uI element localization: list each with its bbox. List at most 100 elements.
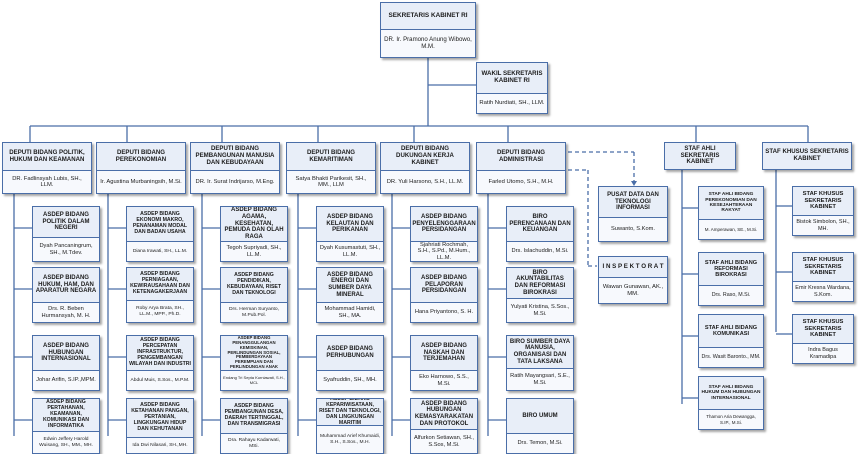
asdep-box-2-2: ASDEP BIDANG PENANGGULANGAN KEMISKINAN, … — [220, 335, 288, 391]
box-title: ASDEP BIDANG EKONOMI MAKRO, PENANAMAN MO… — [132, 211, 188, 235]
staf-khusus-header-box: STAF KHUSUS SEKRETARIS KABINET — [762, 142, 852, 170]
box-official-name: Dra. Rahayu Kadarwati, MSi. — [221, 433, 287, 453]
box-title: SEKRETARIS KABINET RI — [388, 12, 468, 20]
box-title: BIRO SUMBER DAYA MANUSIA, ORGANISASI DAN… — [509, 338, 571, 365]
box-official-name: Johar Arifin, S.IP.,MPM. — [33, 370, 99, 390]
box-title: ASDEP BIDANG PERTAHANAN, KEAMANAN, KOMUN… — [42, 399, 90, 429]
box-title: ASDEP BIDANG KELAUTAN DAN PERIKANAN — [326, 213, 374, 234]
staf-ahli-box-0: STAF AHLI BIDANG PEREKONOMIAN DAN KESEJA… — [698, 186, 764, 240]
box-title: DEPUTI BIDANG PEMBANGUNAN MANUSIA DAN KE… — [195, 145, 275, 166]
box-official-name: Mohammad Hamidi, SH., MA. — [317, 302, 383, 322]
box-official-name: Hana Priyantono, S. H. — [411, 302, 477, 322]
box-title: DEPUTI BIDANG DUKUNGAN KERJA KABINET — [396, 145, 454, 166]
box-title: ASDEP BIDANG HUBUNGAN KEMASYARAKATAN DAN… — [414, 400, 474, 427]
box-title: ASDEP BIDANG PENDIDIKAN, KEBUDAYAAN, RIS… — [226, 272, 282, 296]
box-official-name: Endang Tri Septa Kurniawati, S.H., MCL — [221, 370, 287, 390]
box-title: I N S P E K T O R A T — [602, 262, 664, 270]
box-official-name: Alfurkon Setiawan, SH., S.Sos, M.Si. — [411, 429, 477, 453]
box-official-name: Suwanto, S.Kom. — [599, 217, 667, 241]
box-official-name: Satya Bhakti Parikesit, SH., MM., LLM — [287, 170, 375, 193]
asdep-box-0-2: ASDEP BIDANG HUBUNGAN INTERNASIONAL Johar… — [32, 335, 100, 391]
box-official-name: M. Amperawan, SE., M.Si. — [699, 219, 763, 239]
box-official-name: Emir Kresna Wardana, S.Kom. — [793, 281, 853, 301]
box-title: ASDEP BIDANG POLITIK DALAM NEGERI — [42, 211, 90, 232]
box-official-name: DR. Ir. Pramono Anung Wibowo, M.M. — [381, 29, 475, 57]
staf-ahli-header-box: STAF AHLI SEKRETARIS KABINET — [664, 142, 736, 170]
box-official-name: Drs. Wasit Baronto., MM. — [699, 347, 763, 367]
staf-ahli-box-3: STAF AHLI BIDANG HUKUM DAN HUBUNGAN INTE… — [698, 376, 764, 430]
box-title: DEPUTI BIDANG ADMINISTRASI — [496, 148, 546, 163]
box-official-name: Sjahriati Rochmah, S.H., S.Pd., M.Hum., … — [411, 241, 477, 261]
box-title: STAF KHUSUS SEKRETARIS KABINET — [802, 257, 844, 277]
box-title: STAF AHLI SEKRETARIS KABINET — [680, 144, 720, 166]
box-title: WAKIL SEKRETARIS KABINET RI — [481, 70, 543, 84]
box-official-name: Bistok Simbolon, SH., MH. — [793, 215, 853, 235]
box-title: STAF AHLI BIDANG REFORMASI BIROKRASI — [704, 259, 758, 279]
box-official-name: DR. Fadlinsyah Lubis, SH., LLM. — [3, 170, 91, 193]
asdep-box-2-3: ASDEP BIDANG PEMBANGUNAN DESA, DAERAH TE… — [220, 398, 288, 454]
box-title: ASDEP BIDANG HUKUM, HAM, DAN APARATUR NE… — [35, 274, 97, 295]
box-title: STAF KHUSUS SEKRETARIS KABINET — [765, 148, 849, 162]
box-title: ASDEP BIDANG KEPARIWISATAAN, RISET DAN T… — [319, 398, 381, 426]
sekretaris-kabinet-box: SEKRETARIS KABINET RI DR. Ir. Pramono Anu… — [380, 2, 476, 58]
box-official-name: Thamon Aria Dewangga, S.IP., M.Si. — [699, 409, 763, 429]
box-official-name: Wawan Gunawan, AK., MM. — [599, 277, 667, 303]
box-title: ASDEP BIDANG ENERGI DAN SUMBER DAYA MINE… — [327, 271, 373, 298]
arrow-to-pusat — [631, 181, 637, 186]
box-title: ASDEP BIDANG KETAHANAN PANGAN, PERTANIAN… — [131, 402, 189, 432]
box-official-name: Drs. R. Beben Hurmansyah, M. H. — [33, 302, 99, 322]
box-official-name: Edwin Jeffery Harold Wuisang, SH., MM., … — [33, 431, 99, 453]
asdep-box-0-1: ASDEP BIDANG HUKUM, HAM, DAN APARATUR NE… — [32, 267, 100, 323]
asdep-box-1-0: ASDEP BIDANG EKONOMI MAKRO, PENANAMAN MO… — [126, 206, 194, 262]
asdep-box-1-3: ASDEP BIDANG KETAHANAN PANGAN, PERTANIAN… — [126, 398, 194, 454]
box-official-name: Dyah Pancaningrum, SH., M.Tdev. — [33, 237, 99, 261]
asdep-box-3-3: ASDEP BIDANG KEPARIWISATAAN, RISET DAN T… — [316, 398, 384, 454]
box-official-name: Drs. Raso, M.Si. — [699, 285, 763, 305]
box-official-name: Diana Irawati, SH., LL.M. — [127, 241, 193, 261]
box-title: ASDEP BIDANG PERCEPATAN INFRASTRUKTUR, P… — [129, 337, 191, 367]
staf-khusus-box-1: STAF KHUSUS SEKRETARIS KABINET Emir Kresn… — [792, 252, 854, 302]
box-official-name: Drs. Islachuddin, M.Si. — [507, 241, 573, 261]
box-official-name: Eko Harnowo, S.S., M.Si. — [411, 370, 477, 390]
wakil-sekretaris-box: WAKIL SEKRETARIS KABINET RI Ratih Nurdiat… — [476, 62, 548, 114]
box-title: BIRO AKUNTABILITAS DAN REFORMASI BIROKRA… — [514, 269, 566, 296]
box-title: ASDEP BIDANG HUBUNGAN INTERNASIONAL — [41, 342, 91, 363]
box-official-name: Muhammad Arief Khumaidi, S.H., S.Sos., M… — [317, 425, 383, 453]
box-official-name: Drs. Herman Suryanto, M.Pub.Pol. — [221, 302, 287, 322]
asdep-box-2-1: ASDEP BIDANG PENDIDIKAN, KEBUDAYAAN, RIS… — [220, 267, 288, 323]
asdep-box-5-0: BIRO PERENCANAAN DAN KEUANGAN Drs. Islach… — [506, 206, 574, 262]
box-official-name: Ratih Nurdiati, SH., LLM. — [477, 93, 547, 113]
box-official-name: DR. Ir. Surat Indrijarso, M.Eng. — [191, 170, 279, 193]
inspektorat-box: I N S P E K T O R A T Wawan Gunawan, AK.,… — [598, 256, 668, 304]
box-title: STAF KHUSUS SEKRETARIS KABINET — [802, 191, 844, 211]
box-official-name: Drs. Temon, M.Si. — [507, 433, 573, 453]
asdep-box-0-3: ASDEP BIDANG PERTAHANAN, KEAMANAN, KOMUN… — [32, 398, 100, 454]
deputy-box-2: DEPUTI BIDANG PEMBANGUNAN MANUSIA DAN KE… — [190, 142, 280, 194]
box-title: BIRO PERENCANAAN DAN KEUANGAN — [509, 213, 571, 234]
box-title: STAF AHLI BIDANG KOMUNIKASI — [704, 324, 758, 337]
box-title: ASDEP BIDANG AGAMA, KESEHATAN, PEMUDA DA… — [224, 207, 284, 241]
asdep-box-0-0: ASDEP BIDANG POLITIK DALAM NEGERI Dyah Pa… — [32, 206, 100, 262]
box-title: ASDEP BIDANG PERHUBUNGAN — [326, 346, 374, 359]
box-title: BIRO UMUM — [522, 412, 558, 419]
staf-ahli-box-1: STAF AHLI BIDANG REFORMASI BIROKRASI Drs.… — [698, 252, 764, 306]
box-title: STAF KHUSUS SEKRETARIS KABINET — [802, 319, 844, 339]
box-official-name: Indra Bagus Kramadipa — [793, 343, 853, 363]
deputy-box-0: DEPUTI BIDANG POLITIK, HUKUM DAN KEAMANA… — [2, 142, 92, 194]
box-title: ASDEP BIDANG PENYELENGGARAAN PERSIDANGAN — [412, 213, 476, 234]
box-title: STAF AHLI BIDANG HUKUM DAN HUBUNGAN INTE… — [701, 384, 761, 401]
asdep-box-4-0: ASDEP BIDANG PENYELENGGARAAN PERSIDANGAN… — [410, 206, 478, 262]
box-official-name: Ir. Agustina Murbaningsih, M.Si. — [97, 170, 185, 193]
asdep-box-5-3: BIRO UMUM Drs. Temon, M.Si. — [506, 398, 574, 454]
staf-ahli-box-2: STAF AHLI BIDANG KOMUNIKASI Drs. Wasit Ba… — [698, 314, 764, 368]
box-title: ASDEP BIDANG PEMBANGUNAN DESA, DAERAH TE… — [224, 403, 284, 427]
